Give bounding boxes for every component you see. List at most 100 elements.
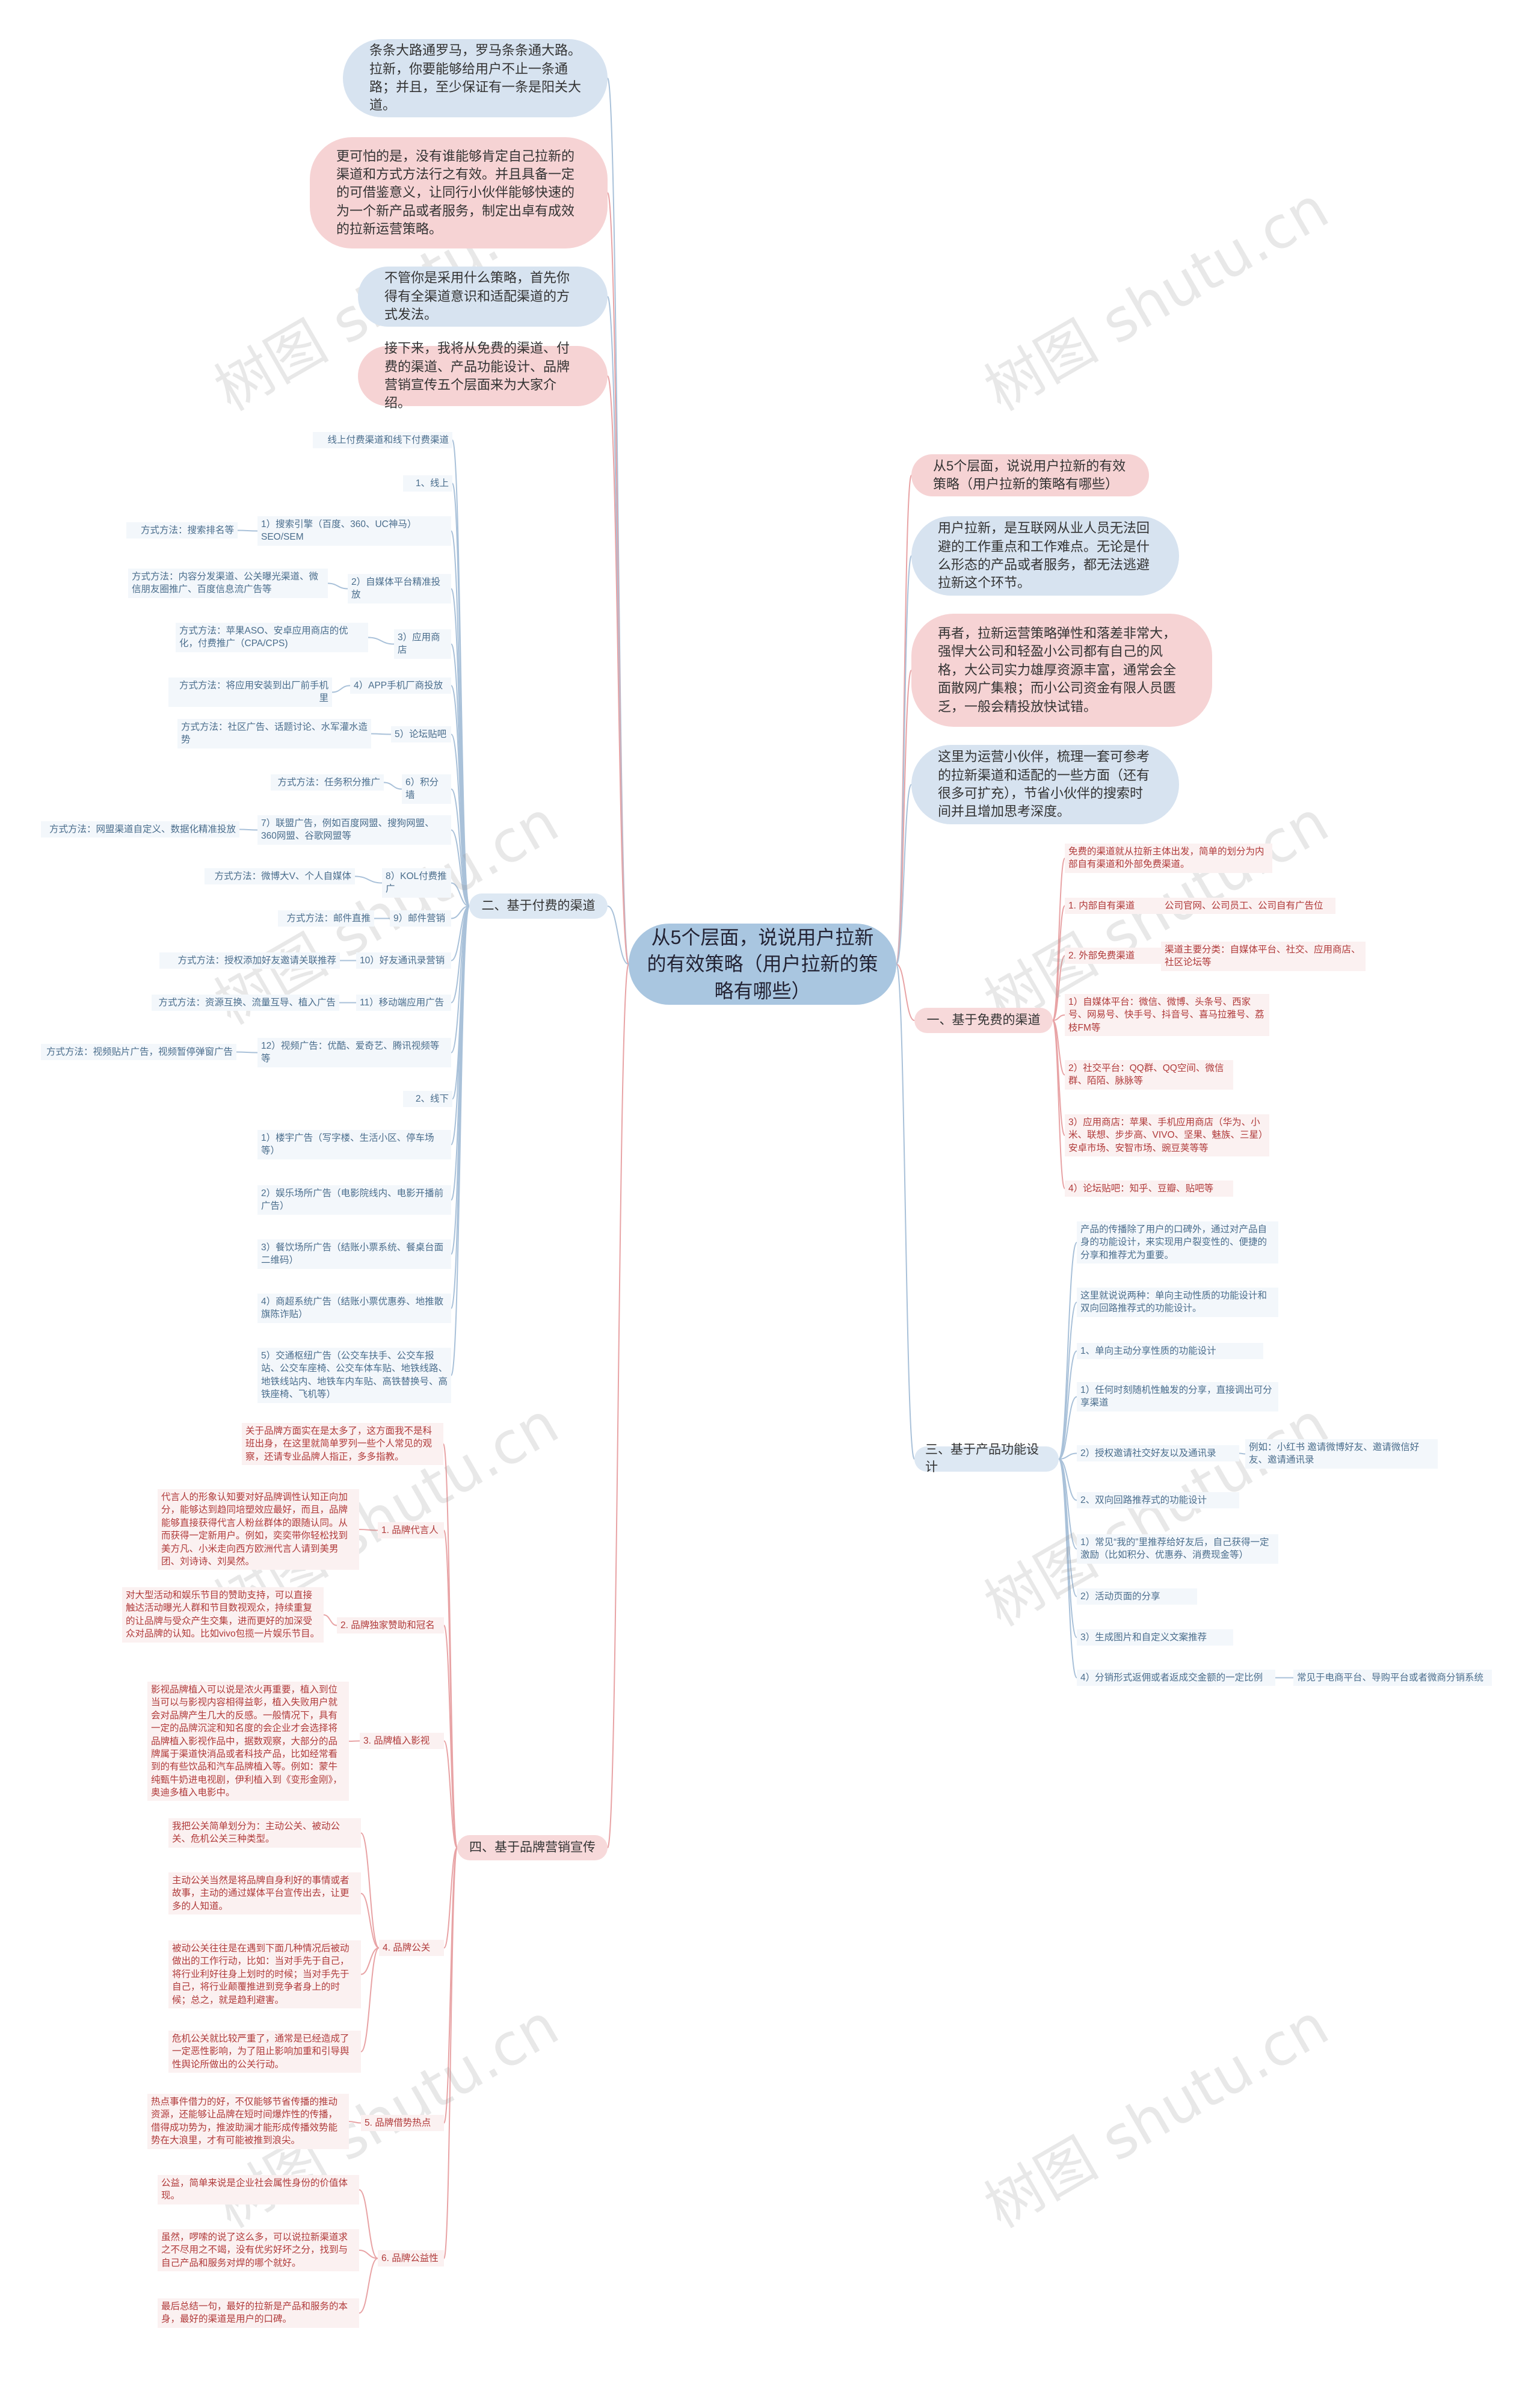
paid-method[interactable]: 方式方法：搜索排名等 (126, 522, 238, 539)
root-topic[interactable]: 从5个层面，说说用户拉新的有效策略（用户拉新的策略有哪些） (629, 924, 896, 1005)
paid-method[interactable]: 方式方法：资源互换、流量互导、植入广告 (152, 995, 339, 1011)
feature-note[interactable]: 例如：小红书 邀请微博好友、邀请微信好友、邀请通讯录 (1245, 1439, 1438, 1469)
connector (607, 375, 629, 965)
branch-paid-channels[interactable]: 二、基于付费的渠道 (469, 893, 608, 919)
free-item[interactable]: 2）社交平台：QQ群、QQ空间、微信群、陌陌、脉脉等 (1065, 1060, 1233, 1090)
paid-item[interactable]: 8）KOL付费推广 (382, 868, 451, 898)
intro-bubble[interactable]: 更可怕的是，没有谁能够肯定自己拉新的渠道和方式方法行之有效。并且具备一定的可借鉴… (310, 137, 608, 248)
brand-detail[interactable]: 公益，简单来说是企业社会属性身份的价值体现。 (158, 2175, 359, 2205)
feature-item[interactable]: 2）活动页面的分享 (1077, 1588, 1197, 1605)
branch-brand-marketing[interactable]: 四、基于品牌营销宣传 (457, 1835, 608, 1860)
connector (1058, 1396, 1077, 1460)
brand-detail[interactable]: 我把公关简单划分为：主动公关、被动公关、危机公关三种类型。 (168, 1818, 361, 1848)
brand-item[interactable]: 6. 品牌公益性 (378, 2250, 444, 2267)
paid-method[interactable]: 方式方法：任务积分推广 (271, 774, 384, 791)
connector (1058, 1458, 1077, 1679)
brand-detail[interactable]: 虽然，啰嗦的说了这么多，可以说拉新渠道求之不尽用之不竭，没有优劣好坏之分，找到与… (158, 2229, 359, 2272)
connector (896, 555, 912, 965)
brand-intro[interactable]: 关于品牌方面实在是太多了，这方面我不是科班出身，在这里就简单罗列一些个人常见的观… (242, 1423, 443, 1466)
paid-item[interactable]: 7）联盟广告，例如百度网盟、搜狗网盟、360网盟、谷歌网盟等 (257, 815, 451, 845)
right-bubble[interactable]: 这里为运营小伙伴，梳理一套可参考的拉新渠道和适配的一些方面（还有很多可扩充），节… (911, 745, 1179, 824)
feature-item[interactable]: 1）任何时刻随机性触发的分享，直接调出可分享渠道 (1077, 1382, 1278, 1412)
free-detail[interactable]: 渠道主要分类：自媒体平台、社交、应用商店、社区论坛等 (1161, 942, 1366, 971)
connector (359, 2189, 378, 2259)
connector (359, 1529, 378, 1531)
feature-item[interactable]: 产品的传播除了用户的口碑外，通过对产品自身的功能设计，来实现用户裂变性的、便捷的… (1077, 1221, 1278, 1264)
right-bubble[interactable]: 从5个层面，说说用户拉新的有效策略（用户拉新的策略有哪些） (911, 454, 1149, 496)
paid-method[interactable]: 方式方法：微博大V、个人自媒体 (205, 868, 355, 885)
feature-item[interactable]: 1、单向主动分享性质的功能设计 (1077, 1343, 1263, 1360)
offline-item[interactable]: 3）餐饮场所广告（结账小票系统、餐桌台面二维码） (257, 1239, 451, 1269)
paid-item[interactable]: 11）移动端应用广告 (356, 995, 451, 1011)
connector (451, 829, 470, 907)
paid-item[interactable]: 2）自媒体平台精准投放 (348, 574, 451, 603)
brand-detail[interactable]: 被动公关往往是在遇到下面几种情况后被动做出的工作行动，比如：当对手先于自己，将行… (168, 1940, 361, 2008)
free-intro[interactable]: 免费的渠道就从拉新主体出发，简单的划分为内部自有渠道和外部免费渠道。 (1065, 844, 1272, 873)
brand-item[interactable]: 1. 品牌代言人 (378, 1522, 444, 1539)
paid-method[interactable]: 方式方法：苹果ASO、安卓应用商店的优化，付费推广（CPA/CPS) (176, 623, 368, 652)
free-item[interactable]: 2. 外部免费渠道 (1065, 948, 1161, 964)
free-item[interactable]: 4）论坛贴吧：知乎、豆瓣、贴吧等 (1065, 1180, 1233, 1197)
free-item[interactable]: 1）自媒体平台：微信、微博、头条号、西家号、网易号、快手号、抖音号、喜马拉雅号、… (1065, 994, 1269, 1037)
brand-detail[interactable]: 对大型活动和娱乐节目的赞助支持，可以直接触达活动曝光人群和节目数视观众，持续重复… (122, 1587, 324, 1643)
right-bubble[interactable]: 再者，拉新运营策略弹性和落差非常大，强悍大公司和轻盈小公司都有自己的风格，大公司… (911, 614, 1212, 727)
right-bubble[interactable]: 用户拉新，是互联网从业人员无法回避的工作重点和工作难点。无论是什么形态的产品或者… (911, 516, 1179, 596)
free-item[interactable]: 3）应用商店：苹果、手机应用商店（华为、小米、联想、步步高、VIVO、坚果、魅族… (1065, 1114, 1269, 1157)
feature-item[interactable]: 4）分销形式返佣或者返成交金额的一定比例 (1077, 1670, 1275, 1686)
paid-method[interactable]: 方式方法：授权添加好友邀请关联推荐 (159, 952, 340, 969)
brand-item[interactable]: 2. 品牌独家赞助和冠名 (337, 1617, 444, 1634)
paid-item[interactable]: 6）积分墙 (402, 774, 451, 804)
paid-item[interactable]: 9）邮件营销 (390, 910, 451, 927)
feature-item[interactable]: 2）授权邀请社交好友以及通讯录 (1077, 1445, 1239, 1462)
connector (443, 1740, 458, 1848)
paid-online[interactable]: 1、线上 (403, 475, 452, 492)
paid-method[interactable]: 方式方法：视频贴片广告，视频暂停弹窗广告 (41, 1044, 236, 1061)
paid-header[interactable]: 线上付费渠道和线下付费渠道 (313, 432, 452, 449)
brand-item[interactable]: 3. 品牌植入影视 (360, 1733, 444, 1750)
paid-method[interactable]: 方式方法：内容分发渠道、公关曝光渠道、微信朋友圈推广、百度信息流广告等 (128, 569, 328, 598)
offline-item[interactable]: 4）商超系统广告（结账小票优惠券、地推散旗陈诈贴） (257, 1294, 451, 1323)
brand-item[interactable]: 4. 品牌公关 (379, 1940, 444, 1957)
feature-item[interactable]: 2、双向回路推荐式的功能设计 (1077, 1492, 1239, 1509)
paid-item[interactable]: 12）视频广告：优酷、爱奇艺、腾讯视频等等 (257, 1038, 451, 1067)
feature-note[interactable]: 常见于电商平台、导购平台或者微商分销系统 (1293, 1670, 1492, 1686)
paid-item[interactable]: 10）好友通讯录营销 (356, 952, 451, 969)
connector (896, 670, 912, 965)
connector (359, 2250, 378, 2259)
connector (607, 192, 629, 965)
brand-detail[interactable]: 危机公关就比较严重了，通常是已经造成了一定恶性影响，为了阻止影响加重和引导舆性舆… (168, 2031, 361, 2073)
offline-item[interactable]: 1）楼宇广告（写字楼、生活小区、停车场等） (257, 1130, 451, 1159)
connector (360, 1947, 380, 2052)
paid-item[interactable]: 4）APP手机厂商投放 (350, 677, 451, 694)
brand-detail[interactable]: 代言人的形象认知要对好品牌调性认知正向加分，能够达到趋同培塑效应最好，而且，品牌… (158, 1489, 359, 1570)
intro-bubble[interactable]: 不管你是采用什么策略，首先你得有全渠道意识和适配渠道的方式发法。 (358, 267, 608, 327)
brand-detail[interactable]: 热点事件借力的好，不仅能够节省传播的推动资源，还能够让品牌在短时间爆炸性的传播，… (147, 2094, 349, 2149)
offline-item[interactable]: 5）交通枢纽广告（公交车扶手、公交车报站、公交车座椅、公交车体车贴、地铁线路、地… (257, 1348, 451, 1403)
connector (360, 1832, 380, 1949)
connector (896, 475, 912, 965)
brand-detail[interactable]: 最后总结一句，最好的拉新是产品和服务的本身，最好的渠道是用户的口碑。 (158, 2298, 359, 2328)
paid-item[interactable]: 3）应用商店 (394, 629, 451, 659)
brand-item[interactable]: 5. 品牌借势热点 (361, 2115, 444, 2132)
paid-method[interactable]: 方式方法：社区广告、话题讨论、水军灌水造势 (177, 719, 371, 748)
paid-offline[interactable]: 2、线下 (403, 1091, 452, 1108)
brand-detail[interactable]: 影视品牌植入可以说是浓火再重要，植入到位当可以与影视内容相得益彰，植入失败用户就… (147, 1682, 349, 1801)
feature-item[interactable]: 1）常见“我的”里推荐给好友后，自己获得一定激励（比如积分、优惠券、消费现金等） (1077, 1534, 1278, 1564)
feature-item[interactable]: 3）生成图片和自定义文案推荐 (1077, 1629, 1233, 1646)
paid-method[interactable]: 方式方法：邮件直推 (278, 910, 374, 927)
intro-bubble[interactable]: 条条大路通罗马，罗马条条通大路。拉新，你要能够给用户不止一条通路；并且，至少保证… (343, 39, 608, 117)
paid-item[interactable]: 1）搜索引擎（百度、360、UC神马）SEO/SEM (257, 516, 451, 546)
paid-method[interactable]: 方式方法：将应用安装到出厂前手机里 (168, 677, 332, 707)
branch-free-channels[interactable]: 一、基于免费的渠道 (914, 1008, 1053, 1033)
paid-method[interactable]: 方式方法：网盟渠道自定义、数据化精准投放 (41, 821, 239, 838)
paid-item[interactable]: 5）论坛贴吧 (391, 726, 451, 743)
connector (1052, 1020, 1065, 1189)
feature-item[interactable]: 这里就说说两种：单向主动性质的功能设计和双向回路推荐式的功能设计。 (1077, 1288, 1278, 1317)
offline-item[interactable]: 2）娱乐场所广告（电影院线内、电影开播前广告） (257, 1185, 451, 1215)
connector (451, 906, 470, 1376)
free-detail[interactable]: 公司官网、公司员工、公司自有广告位 (1161, 898, 1335, 915)
free-item[interactable]: 1. 内部自有渠道 (1065, 898, 1161, 915)
brand-detail[interactable]: 主动公关当然是将品牌自身利好的事情或者故事，主动的通过媒体平台宣传出去，让更多的… (168, 1872, 361, 1915)
intro-bubble[interactable]: 接下来，我将从免费的渠道、付费的渠道、产品功能设计、品牌营销宣传五个层面来为大家… (358, 341, 608, 410)
branch-feature-design[interactable]: 三、基于产品功能设计 (914, 1443, 1059, 1474)
